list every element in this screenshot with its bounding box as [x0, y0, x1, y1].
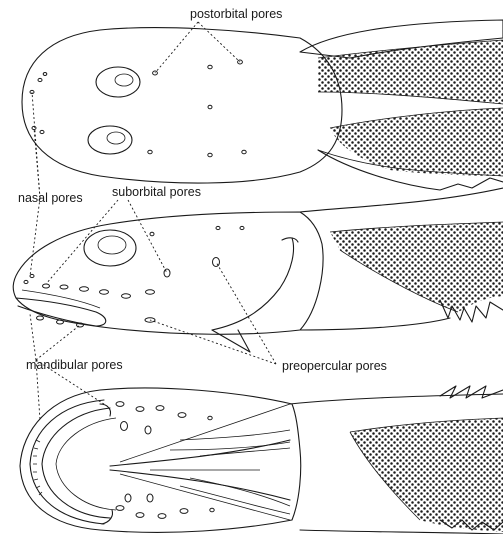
ventral-view-head-outline — [20, 388, 301, 532]
lateral-view-operculum — [212, 238, 294, 330]
mandibular-pores-label: mandibular pores — [26, 358, 123, 372]
ventral-view-fin-rays-top — [440, 386, 503, 398]
lateral-view-head-outline — [13, 212, 323, 334]
dorsal-view-upper-eye — [96, 67, 140, 97]
lateral-view — [13, 188, 503, 352]
preopercular-pores-label: preopercular pores — [282, 359, 387, 373]
ventral-view-stipple — [350, 418, 503, 532]
dorsal-view-pores — [30, 60, 246, 157]
postorbital-pores-label: postorbital pores — [190, 7, 282, 21]
lateral-view-eye — [84, 230, 136, 266]
nasal-pores-label: nasal pores — [18, 191, 83, 205]
lateral-view-opercular-spine — [212, 330, 250, 352]
dorsal-view-lower-eye — [88, 126, 132, 154]
lateral-view-stipple — [330, 222, 503, 312]
ventral-view-teeth — [33, 440, 42, 495]
dorsal-view-lower-stipple — [330, 108, 503, 176]
ventral-view — [20, 386, 503, 534]
suborbital-pores-label: suborbital pores — [112, 185, 201, 199]
dorsal-view — [22, 20, 503, 190]
dorsal-view-body-outline — [22, 28, 342, 184]
dorsal-view-upper-stipple — [318, 40, 503, 104]
